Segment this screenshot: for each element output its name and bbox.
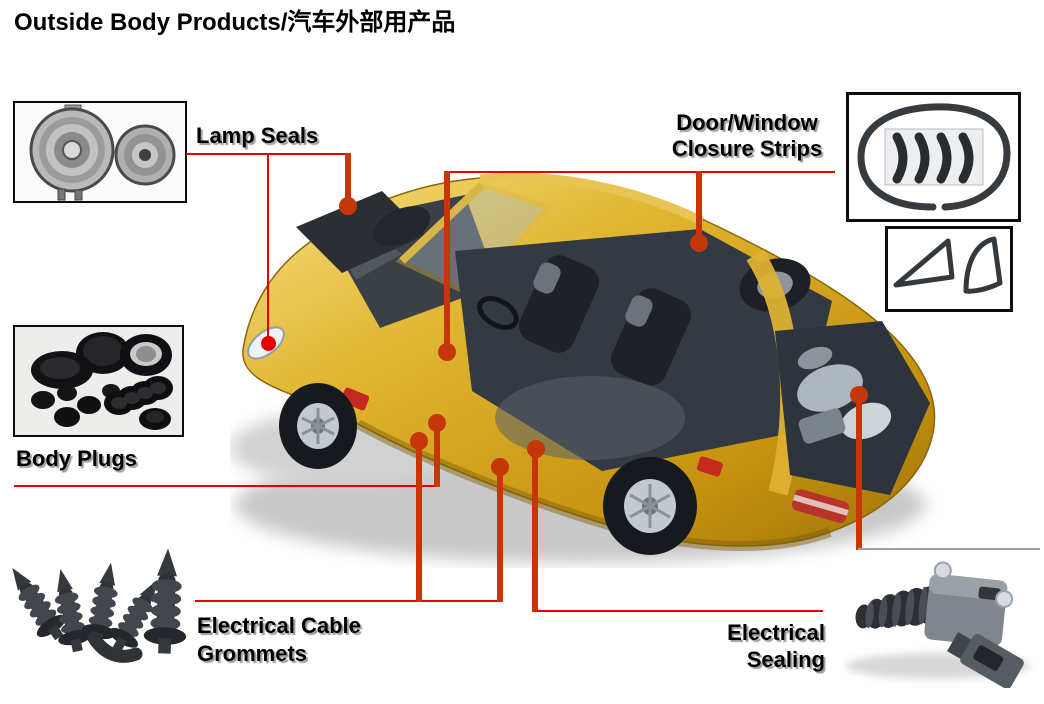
- lamp-seals-image: [15, 103, 185, 201]
- front-left-wheel: [279, 383, 357, 469]
- door-window-connector-h: [445, 171, 835, 173]
- electrical-sealing-label-line1: Electrical: [727, 620, 825, 645]
- door-window-label-line2: Closure Strips: [671, 136, 823, 161]
- body-plugs-image: [15, 327, 182, 435]
- door-window-pointer-dot-windshield: [438, 343, 456, 361]
- electrical-sealing-connector-v-right: [856, 402, 862, 550]
- door-seal-loop-image-box: [846, 92, 1021, 222]
- rear-left-wheel: [603, 457, 697, 555]
- lamp-seals-image-box: [13, 101, 187, 203]
- body-plugs-connector-v: [434, 430, 440, 487]
- page-title: Outside Body Products/汽车外部用产品: [14, 9, 456, 36]
- door-window-pointer-dot-quarter-window: [690, 234, 708, 252]
- body-plugs-label: Body Plugs: [16, 446, 138, 471]
- electrical-sealing-label-line2: Sealing: [746, 647, 825, 672]
- cable-grommets-label-line1: Electrical Cable: [197, 613, 361, 638]
- door-window-connector-v1: [444, 171, 450, 345]
- lamp-seals-pointer-dot-cowl: [339, 197, 357, 215]
- cable-grommets-connector-v2: [497, 474, 503, 602]
- electrical-sealing-label: Electrical Sealing: [640, 619, 825, 673]
- cable-grommets-pointer-dot-2: [491, 458, 509, 476]
- door-seal-loop-image: [849, 95, 1018, 219]
- electrical-sealing-image: [846, 561, 1030, 688]
- electrical-sealing-image-wrap: [826, 546, 1042, 688]
- lamp-seals-connector-v-thin: [267, 154, 269, 338]
- lamp-seals-label: Lamp Seals: [196, 123, 319, 148]
- cable-grommets-label: Electrical Cable Grommets: [197, 612, 361, 668]
- electrical-sealing-pointer-dot-right: [850, 386, 868, 404]
- cable-grommets-label-line2: Grommets: [197, 641, 308, 666]
- cable-grommets-image-wrap: [8, 542, 190, 682]
- car-cutaway-image: [230, 172, 936, 563]
- body-plugs-pointer-dot: [428, 414, 446, 432]
- front-right-wheel: [373, 206, 431, 246]
- electrical-sealing-pointer-dot-left: [527, 440, 545, 458]
- window-frames-image: [888, 229, 1010, 309]
- cable-grommets-connector-h: [195, 600, 501, 602]
- electrical-sealing-connector-h: [535, 610, 823, 612]
- body-plugs-image-box: [13, 325, 184, 437]
- door-window-label-line1: Door/Window: [676, 110, 818, 135]
- cable-grommets-connector-v1: [416, 448, 422, 602]
- lamp-seals-connector-v-thick: [345, 153, 351, 199]
- engine: [797, 346, 892, 444]
- door-window-connector-v2: [696, 171, 702, 236]
- body-plugs-connector-h: [14, 485, 438, 487]
- cable-grommets-pointer-dot-1: [410, 432, 428, 450]
- window-frames-image-box: [885, 226, 1013, 312]
- cable-grommets-image: [8, 547, 190, 663]
- door-window-label: Door/Window Closure Strips: [652, 110, 842, 162]
- lamp-seals-pointer-dot-headlight: [261, 336, 276, 351]
- steering-wheel: [477, 296, 519, 330]
- electrical-sealing-gray-line: [858, 548, 1040, 550]
- taillight: [792, 489, 850, 523]
- electrical-sealing-connector-v-left: [532, 456, 538, 612]
